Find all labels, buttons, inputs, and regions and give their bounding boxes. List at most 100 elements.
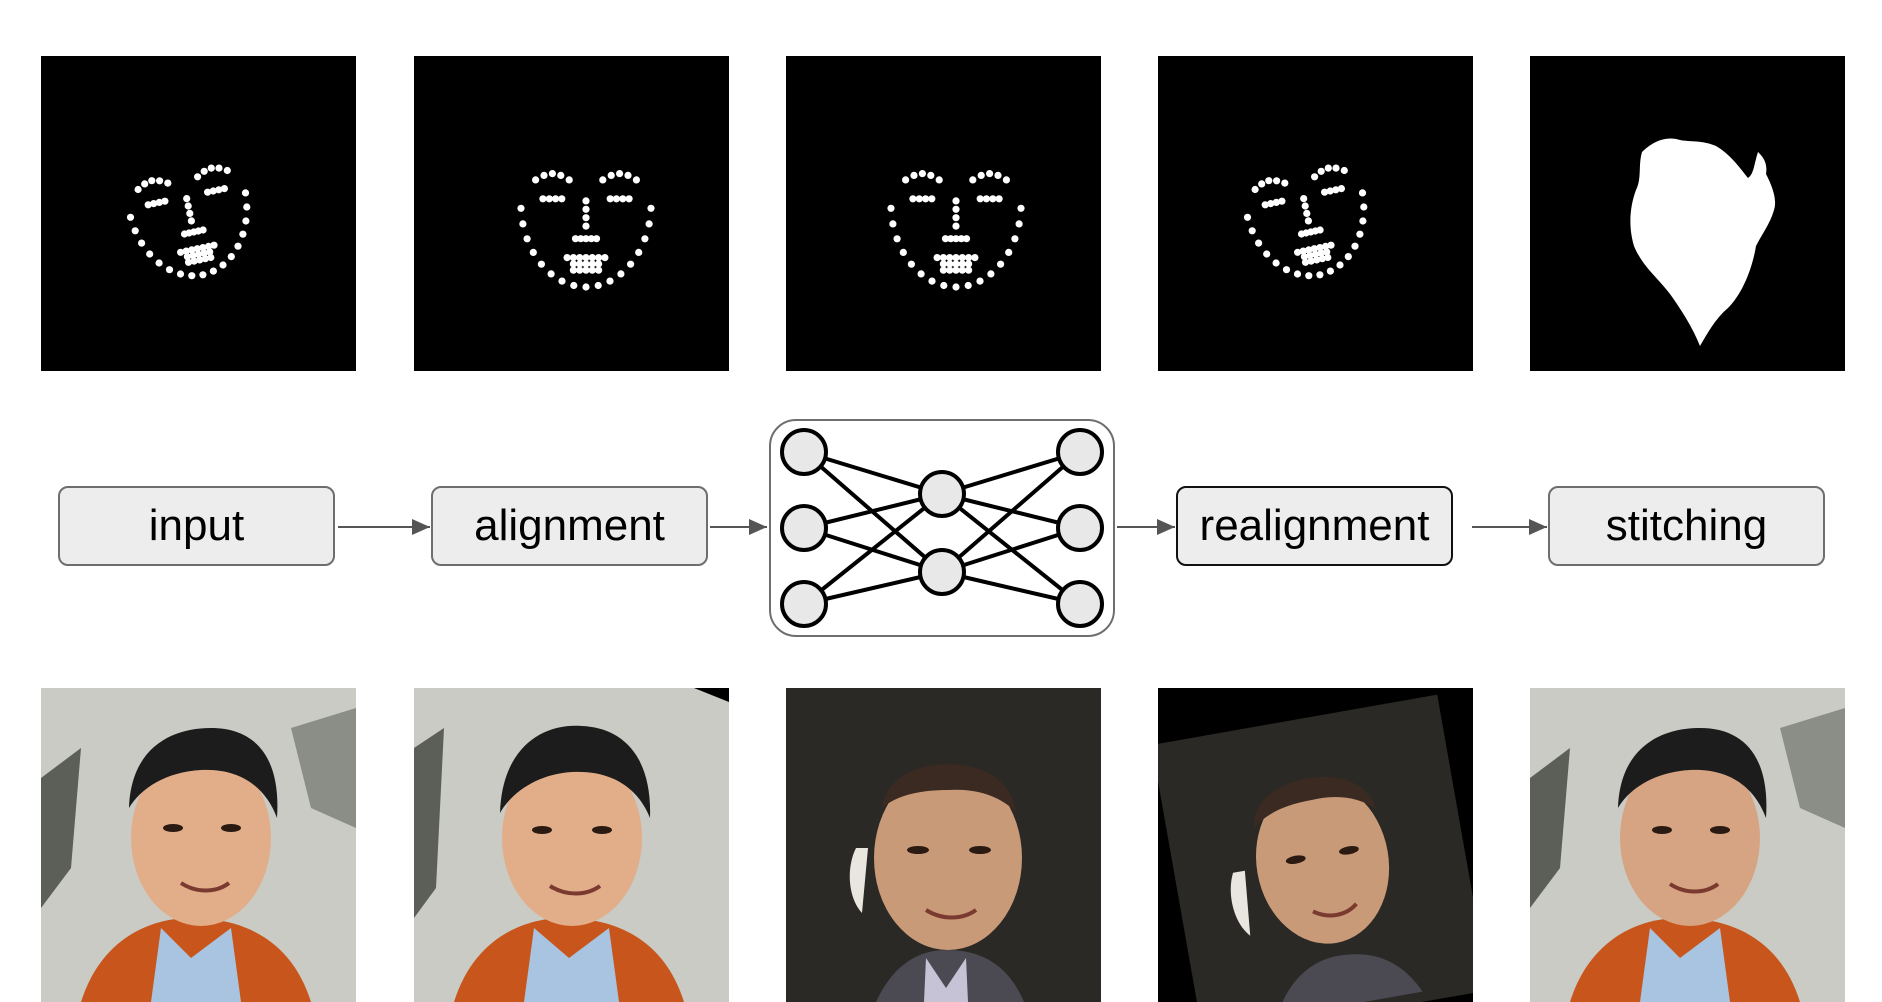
landmark-dot xyxy=(207,164,215,172)
landmark-dot xyxy=(1002,176,1010,184)
landmark-dot xyxy=(645,220,653,228)
landmark-dot xyxy=(206,248,214,256)
landmark-dot xyxy=(989,195,997,203)
landmark-dot xyxy=(952,266,960,274)
landmark-dot xyxy=(131,227,139,235)
landmark-dot xyxy=(627,260,635,268)
landmark-dot xyxy=(557,171,565,179)
landmark-dot xyxy=(1272,198,1280,206)
landmark-dot xyxy=(545,195,553,203)
landmark-dot xyxy=(199,244,207,252)
landmark-dot xyxy=(939,254,947,262)
landmark-dot xyxy=(952,283,960,291)
network-edge xyxy=(941,450,1081,496)
landmark-dot xyxy=(958,266,966,274)
landmark-dot xyxy=(199,226,207,234)
landmark-dot xyxy=(200,167,208,175)
landmark-dot xyxy=(1337,185,1345,193)
landmark-dot xyxy=(1360,203,1368,211)
input-photo xyxy=(41,688,356,1002)
network-node xyxy=(1056,580,1104,628)
landmark-dot xyxy=(571,235,580,243)
landmark-dot xyxy=(1301,202,1309,210)
stitched-result xyxy=(1530,688,1845,1002)
landmark-dot xyxy=(184,258,193,266)
landmark-dot xyxy=(1243,213,1252,221)
landmark-dot xyxy=(547,270,555,278)
landmarks-aligned-image xyxy=(517,170,655,291)
landmark-dot xyxy=(1305,246,1313,254)
landmark-dot xyxy=(647,204,655,212)
landmark-dot xyxy=(922,195,930,203)
landmark-dot xyxy=(234,242,242,250)
landmark-dot xyxy=(190,257,198,265)
landmark-dot xyxy=(569,260,577,268)
landmark-dot xyxy=(1272,259,1280,267)
landmark-dot xyxy=(570,281,578,290)
landmark-dot xyxy=(982,195,990,203)
landmark-dot xyxy=(569,266,577,274)
landmark-dot xyxy=(915,195,923,203)
landmark-dot xyxy=(941,235,950,243)
landmark-dot xyxy=(1358,189,1367,197)
landmark-dot xyxy=(204,242,213,250)
landmark-dot xyxy=(242,217,250,225)
landmark-dot xyxy=(910,171,918,179)
landmark-dot xyxy=(126,213,135,221)
landmark-dot xyxy=(1278,197,1286,205)
landmark-dot xyxy=(595,254,603,262)
landmark-dot xyxy=(576,266,584,274)
landmark-dot xyxy=(624,171,632,179)
landmark-dot xyxy=(209,187,217,195)
landmark-dot xyxy=(595,266,603,274)
landmark-dot xyxy=(965,266,973,274)
landmark-dot xyxy=(1251,185,1259,194)
network-node xyxy=(918,470,966,518)
landmark-dot xyxy=(188,246,196,254)
landmark-dot xyxy=(1324,253,1332,262)
landmark-dot xyxy=(632,176,640,184)
landmarks-generated-image xyxy=(887,170,1025,291)
landmark-dot xyxy=(210,241,218,249)
landmark-dot xyxy=(582,214,590,222)
landmark-dot xyxy=(1351,242,1359,250)
stage-stitching: stitching xyxy=(1548,486,1825,566)
landmark-dot xyxy=(592,235,601,243)
landmark-dot xyxy=(243,203,251,211)
landmark-dot xyxy=(183,195,191,203)
landmark-dot xyxy=(1326,187,1334,195)
landmark-dot xyxy=(1017,204,1025,212)
landmark-dot xyxy=(577,235,585,243)
landmark-dot xyxy=(155,198,163,206)
landmark-dot xyxy=(165,266,174,274)
landmark-dot xyxy=(1267,200,1275,208)
landmark-dot xyxy=(952,205,960,213)
landmark-dot xyxy=(1293,270,1302,278)
landmark-dot xyxy=(576,260,584,268)
landmark-dot xyxy=(193,245,201,253)
landmark-dot xyxy=(958,254,966,262)
landmark-dot xyxy=(619,195,627,203)
landmark-dot xyxy=(537,260,545,268)
landmark-dot xyxy=(986,170,994,178)
landmark-dot xyxy=(199,271,207,279)
landmark-dot xyxy=(582,254,590,262)
realigned-face xyxy=(1158,688,1473,1002)
landmark-dot xyxy=(1326,267,1334,275)
landmark-dot xyxy=(1316,226,1324,234)
landmark-dot xyxy=(1299,247,1307,255)
landmark-dot xyxy=(962,235,971,243)
landmark-dot xyxy=(599,176,607,184)
landmark-dot xyxy=(1294,248,1302,256)
landmark-dot xyxy=(582,266,590,274)
landmark-dot xyxy=(952,254,960,262)
landmark-dot xyxy=(150,200,158,208)
landmark-dot xyxy=(1321,188,1329,196)
landmark-dot xyxy=(1258,180,1266,188)
landmark-dot xyxy=(176,270,185,278)
landmark-dot xyxy=(952,235,960,243)
landmark-dot xyxy=(933,254,941,262)
landmark-dot xyxy=(1332,186,1340,194)
stage-alignment-label: alignment xyxy=(474,501,665,550)
